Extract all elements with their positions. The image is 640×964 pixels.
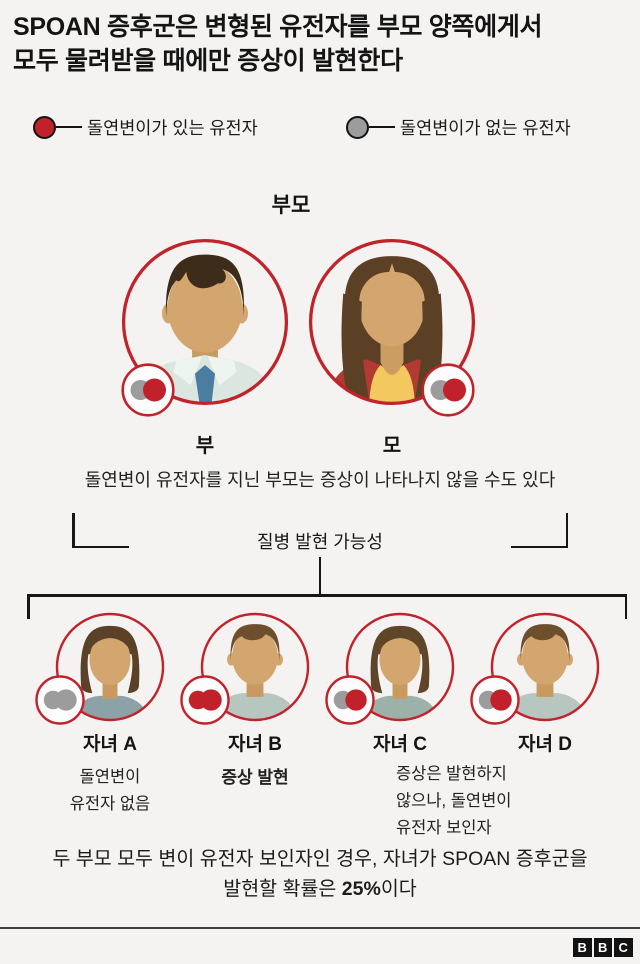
child-c-avatar <box>344 611 456 723</box>
child-b-caption: 증상 발현 <box>221 768 289 787</box>
father-gene-badge <box>120 362 176 418</box>
tree-stem-line <box>318 557 322 596</box>
footer-line-1: 두 부모 모두 변이 유전자 보인자인 경우, 자녀가 SPOAN 증후군을 <box>52 848 588 870</box>
father-avatar <box>119 236 291 408</box>
title-line-2: 모두 물려받을 때에만 증상이 발현한다 <box>13 47 403 75</box>
probability-value: 25% <box>341 878 381 900</box>
child-a-gene-badge <box>34 674 86 726</box>
bracket-right-vertical <box>565 513 568 548</box>
child-a-label: 자녀 A <box>83 734 137 755</box>
footer-line-2: 발현할 확률은 25%이다 <box>223 878 417 900</box>
parents-caption: 돌연변이 유전자를 지닌 부모는 증상이 나타나지 않을 수도 있다 <box>84 470 556 490</box>
legend-item-normal: 돌연변이가 없는 유전자 <box>346 113 571 141</box>
child-a-avatar <box>54 611 166 723</box>
legend-item-mutated: 돌연변이가 있는 유전자 <box>33 113 258 141</box>
possibility-label: 질병 발현 가능성 <box>257 532 383 552</box>
gene-pair-icon <box>121 363 175 417</box>
boy-avatar-icon <box>200 612 310 722</box>
boy-avatar-icon <box>490 612 600 722</box>
child-d-avatar <box>489 611 601 723</box>
title-line-1: SPOAN 증후군은 변형된 유전자를 부모 양쪽에게서 <box>13 13 543 41</box>
child-b-gene-badge <box>179 674 231 726</box>
man-avatar-icon <box>121 238 289 406</box>
mother-gene-badge <box>420 362 476 418</box>
legend-connector-line <box>369 125 395 129</box>
girl-avatar-icon <box>345 612 455 722</box>
legend-label: 돌연변이가 없는 유전자 <box>400 117 571 138</box>
girl-avatar-icon <box>55 612 165 722</box>
gene-pair-icon <box>470 675 520 725</box>
normal-gene-dot-icon <box>346 115 369 139</box>
child-d-gene-badge <box>469 674 521 726</box>
footer-divider <box>0 927 640 929</box>
child-d-label: 자녀 D <box>518 734 572 755</box>
legend-label: 돌연변이가 있는 유전자 <box>87 117 258 138</box>
tree-drop-left <box>27 594 30 619</box>
gene-pair-icon <box>325 675 375 725</box>
gene-pair-icon <box>180 675 230 725</box>
tree-drop-right <box>624 594 627 619</box>
bracket-left-horizontal <box>72 545 129 548</box>
page-title: SPOAN 증후군은 변형된 유전자를 부모 양쪽에게서 모두 물려받을 때에만… <box>13 10 628 78</box>
child-b-label: 자녀 B <box>228 734 282 755</box>
father-label: 부 <box>195 435 215 457</box>
legend-connector-line <box>56 125 82 129</box>
bracket-left-vertical <box>72 513 75 548</box>
bbc-logo-block-3: C <box>614 938 633 957</box>
child-a-caption: 돌연변이 유전자 없음 <box>69 768 151 813</box>
gene-pair-icon <box>421 363 475 417</box>
bbc-logo-block-2: B <box>593 938 612 957</box>
parents-heading: 부모 <box>271 194 311 217</box>
child-c-label: 자녀 C <box>373 734 427 755</box>
bracket-right-horizontal <box>511 545 568 548</box>
gene-pair-icon <box>35 675 85 725</box>
mother-label: 모 <box>382 435 402 457</box>
child-b-avatar <box>199 611 311 723</box>
child-c-caption: 증상은 발현하지 않으나, 돌연변이 유전자 보인자 <box>396 765 512 837</box>
bbc-logo-block-1: B <box>573 938 592 957</box>
footer-summary: 두 부모 모두 변이 유전자 보인자인 경우, 자녀가 SPOAN 증후군을 발… <box>0 844 640 904</box>
mutated-gene-dot-icon <box>33 115 56 139</box>
child-c-gene-badge <box>324 674 376 726</box>
tree-horizontal-line <box>27 594 627 597</box>
